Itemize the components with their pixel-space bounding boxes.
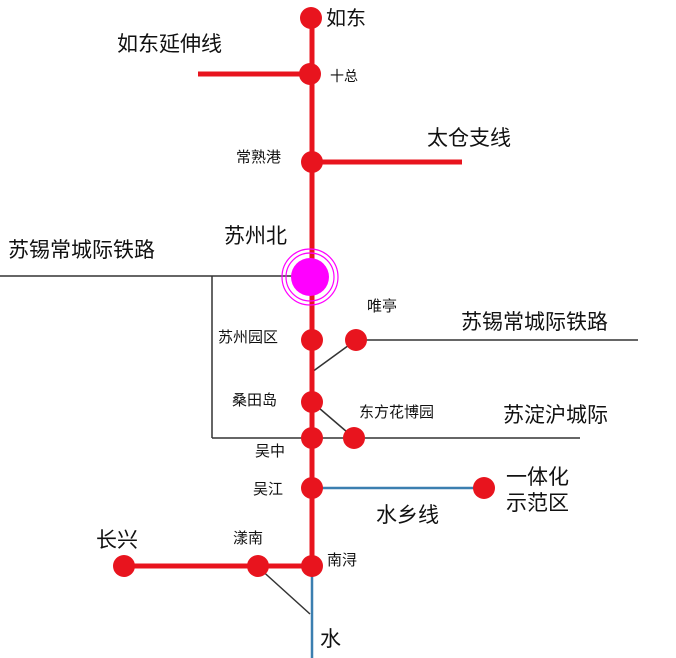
label-shizong: 十总 — [330, 69, 358, 85]
label-changxing: 长兴 — [96, 528, 138, 552]
label-suzhoubei: 苏州北 — [224, 224, 287, 248]
label-partial-shui: 水 — [320, 627, 341, 651]
label-su-xi-chang-intercity-right: 苏锡常城际铁路 — [461, 310, 608, 334]
label-yitihua-line2: 示范区 — [506, 491, 569, 516]
label-su-xi-chang-intercity-left: 苏锡常城际铁路 — [8, 238, 155, 262]
label-suzhouyuanqu: 苏州园区 — [218, 328, 279, 346]
label-nanxun: 南浔 — [327, 551, 358, 569]
station-wujiang[interactable] — [301, 477, 323, 499]
station-suzhouyuanqu[interactable] — [301, 329, 323, 351]
station-weiting[interactable] — [345, 329, 367, 351]
station-yangnan[interactable] — [247, 555, 269, 577]
label-weiting: 唯亭 — [367, 297, 398, 315]
suzhoubei-hub-inner-ring — [285, 252, 335, 302]
label-rudong-extension: 如东延伸线 — [117, 32, 222, 56]
station-sangtiandao[interactable] — [301, 391, 323, 413]
label-taicang-branch: 太仓支线 — [427, 126, 511, 150]
label-changshugang: 常熟港 — [236, 148, 282, 166]
station-dongfanghuaboyuan[interactable] — [343, 427, 365, 449]
station-shizong[interactable] — [299, 63, 321, 85]
suzhoubei-hub-dot — [291, 258, 329, 296]
station-nanxun[interactable] — [301, 555, 323, 577]
diagonal-link-nanxun — [257, 566, 311, 615]
label-dongfanghuaboyuan: 东方花博园 — [359, 403, 435, 421]
label-yangnan: 漾南 — [233, 529, 264, 547]
label-rudong: 如东 — [326, 6, 366, 30]
station-changshugang[interactable] — [301, 151, 323, 173]
label-su-dian-hu-intercity: 苏淀沪城际 — [503, 403, 608, 427]
label-wuzhong: 吴中 — [255, 442, 286, 460]
station-changxing[interactable] — [113, 555, 135, 577]
station-yitihua[interactable] — [473, 477, 495, 499]
label-wujiang: 吴江 — [253, 480, 284, 498]
station-rudong[interactable] — [300, 7, 322, 29]
label-shuixiang-line: 水乡线 — [376, 503, 439, 527]
label-sangtiandao: 桑田岛 — [232, 391, 278, 409]
label-yitihua: 一体化 示范区 — [506, 464, 569, 517]
label-yitihua-line1: 一体化 — [506, 465, 569, 489]
station-wuzhong[interactable] — [301, 427, 323, 449]
suzhoubei-hub-outer-ring — [281, 248, 339, 306]
